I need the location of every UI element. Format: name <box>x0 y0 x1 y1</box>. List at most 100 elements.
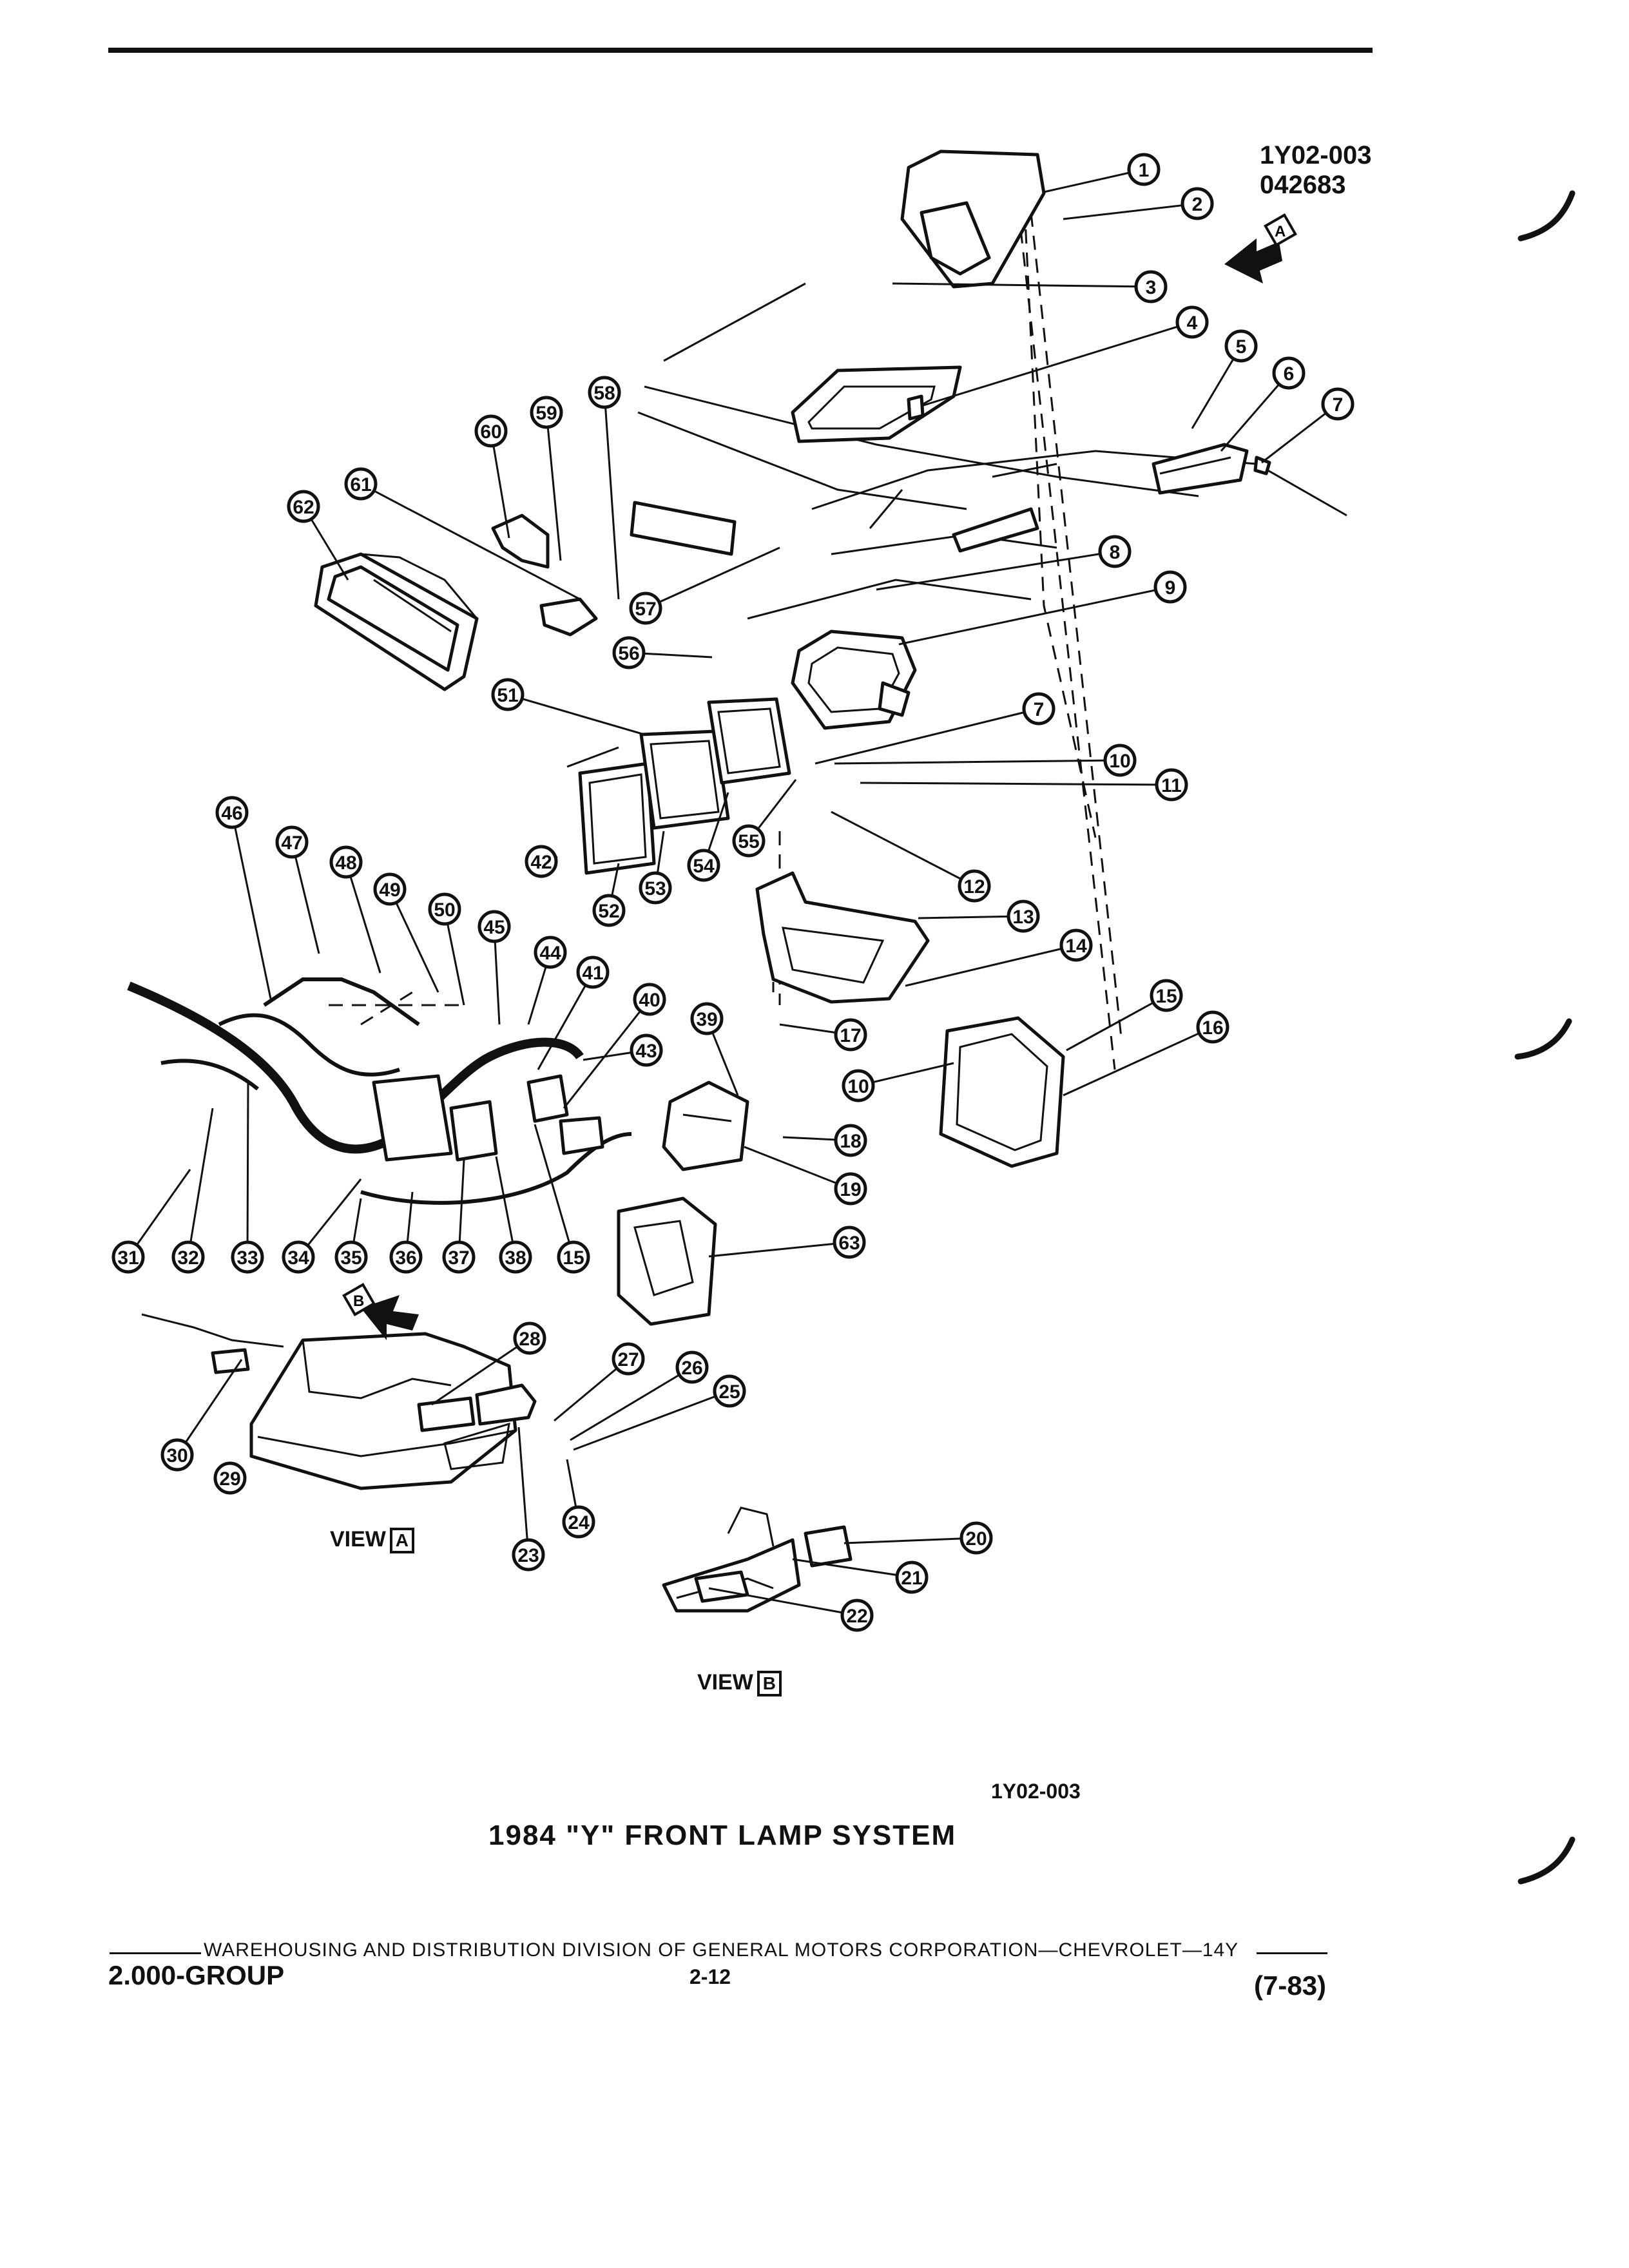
callout-number: 52 <box>598 901 619 922</box>
lamp-opening-frame <box>791 365 962 443</box>
callout-40: 40 <box>633 983 666 1016</box>
callout-leader-59 <box>545 412 562 561</box>
callout-57: 57 <box>629 591 662 625</box>
callout-19: 19 <box>834 1172 867 1206</box>
callout-number: 48 <box>335 852 356 874</box>
callout-circle <box>834 1124 867 1157</box>
callout-number: 15 <box>563 1247 584 1269</box>
callout-number: 63 <box>838 1233 860 1254</box>
callout-circle <box>612 1342 645 1376</box>
callout-leader-38 <box>495 1156 517 1258</box>
callout-circle <box>213 1461 247 1495</box>
callout-number: 24 <box>568 1512 590 1533</box>
callout-number: 45 <box>483 917 505 938</box>
callout-27: 27 <box>612 1342 645 1376</box>
body-outline <box>566 282 1347 768</box>
callout-30: 30 <box>160 1438 194 1472</box>
callout-number: 44 <box>539 943 561 964</box>
callout-leader-8 <box>876 550 1115 591</box>
callout-number: 16 <box>1202 1017 1223 1039</box>
callout-number: 53 <box>644 878 666 899</box>
callout-leader-58 <box>603 392 620 600</box>
sealed-beam-headlamps <box>578 697 791 875</box>
callout-43: 43 <box>630 1033 663 1067</box>
callout-circle <box>675 1350 709 1384</box>
view-a-detail <box>141 1313 537 1490</box>
callout-9: 9 <box>1153 570 1187 604</box>
callout-45: 45 <box>477 910 511 943</box>
footer-group: 2.000-GROUP <box>108 1960 285 1990</box>
callout-leader-30 <box>176 1359 243 1456</box>
callout-number: 32 <box>177 1247 198 1269</box>
callout-number: 3 <box>1146 277 1157 298</box>
callout-number: 18 <box>840 1131 861 1152</box>
callout-circle <box>287 490 320 523</box>
callout-leader-51 <box>507 693 645 736</box>
callout-31: 31 <box>111 1240 145 1274</box>
callout-circle <box>690 1002 724 1035</box>
callout-5: 5 <box>1224 329 1258 363</box>
callout-number: 40 <box>639 990 660 1011</box>
callout-number: 61 <box>350 474 371 495</box>
callout-4: 4 <box>1175 305 1209 339</box>
callout-circle <box>334 1240 368 1274</box>
callout-leader-63 <box>708 1241 850 1258</box>
callout-circle <box>231 1240 264 1274</box>
callout-circle <box>1059 928 1093 962</box>
callout-circle <box>1150 979 1183 1012</box>
callout-number: 36 <box>395 1247 416 1269</box>
callout-number: 15 <box>1155 986 1177 1007</box>
callout-52: 52 <box>592 894 626 927</box>
callout-circle <box>512 1538 545 1571</box>
callout-circle <box>588 376 621 409</box>
callout-number: 22 <box>846 1606 867 1627</box>
callout-number: 39 <box>696 1009 717 1030</box>
callout-number: 50 <box>434 899 455 921</box>
callout-leader-14 <box>905 944 1077 987</box>
callout-circle <box>629 591 662 625</box>
figure-code-header: 1Y02-003 042683 <box>1260 140 1371 200</box>
callout-3: 3 <box>1134 270 1168 303</box>
callout-number: 42 <box>530 852 552 873</box>
callout-24: 24 <box>562 1505 595 1539</box>
callout-41: 41 <box>576 956 610 989</box>
callout-59: 59 <box>530 396 563 429</box>
callout-46: 46 <box>215 796 249 829</box>
callout-number: 34 <box>287 1247 309 1269</box>
callout-circle <box>834 1018 867 1052</box>
callout-7: 7 <box>1321 387 1354 421</box>
callout-circle <box>428 892 461 926</box>
callout-circle <box>1224 329 1258 363</box>
callout-circle <box>592 894 626 927</box>
callout-17: 17 <box>834 1018 867 1052</box>
callout-35: 35 <box>334 1240 368 1274</box>
view-b-arrow: B <box>342 1283 419 1340</box>
callout-circle <box>329 845 363 879</box>
view-b-letter: B <box>757 1671 782 1697</box>
figure-code-line2: 042683 <box>1260 171 1346 199</box>
callout-number: 57 <box>635 599 656 620</box>
callout-leader-49 <box>389 889 439 993</box>
callout-circle <box>639 871 672 905</box>
callout-number: 33 <box>236 1247 258 1269</box>
callout-number: 9 <box>1165 577 1176 599</box>
callout-leader-15 <box>534 1124 575 1258</box>
callout-1: 1 <box>1127 153 1161 186</box>
callout-56: 56 <box>612 636 646 669</box>
leader-lines <box>127 168 1338 1617</box>
callout-55: 55 <box>732 824 766 858</box>
callout-32: 32 <box>171 1240 205 1274</box>
callout-circle <box>275 825 309 859</box>
callout-circle <box>534 936 567 969</box>
callout-leader-1 <box>1043 168 1144 193</box>
callout-leader-48 <box>345 861 381 974</box>
callout-number: 19 <box>840 1179 861 1200</box>
callout-number: 31 <box>117 1247 139 1269</box>
callout-circle <box>687 849 720 882</box>
callout-number: 56 <box>618 643 639 664</box>
callout-number: 59 <box>535 403 557 424</box>
callout-circle <box>1103 744 1137 777</box>
